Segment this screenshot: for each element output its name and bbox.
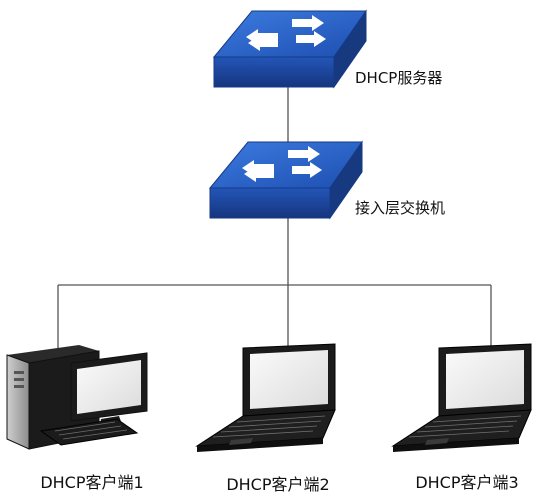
- server-label: DHCP服务器: [355, 69, 443, 87]
- connection-lines: [57, 86, 492, 352]
- laptop-icon: [195, 343, 336, 452]
- network-switch-icon: [212, 9, 367, 89]
- laptop-icon: [391, 343, 532, 452]
- client2-label: DHCP客户端2: [226, 475, 330, 494]
- desktop-computer-icon: [6, 345, 148, 450]
- network-switch-icon: [208, 140, 363, 220]
- access-switch-label: 接入层交换机: [355, 199, 446, 217]
- client1-label: DHCP客户端1: [40, 473, 144, 492]
- client3-label: DHCP客户端3: [415, 473, 519, 492]
